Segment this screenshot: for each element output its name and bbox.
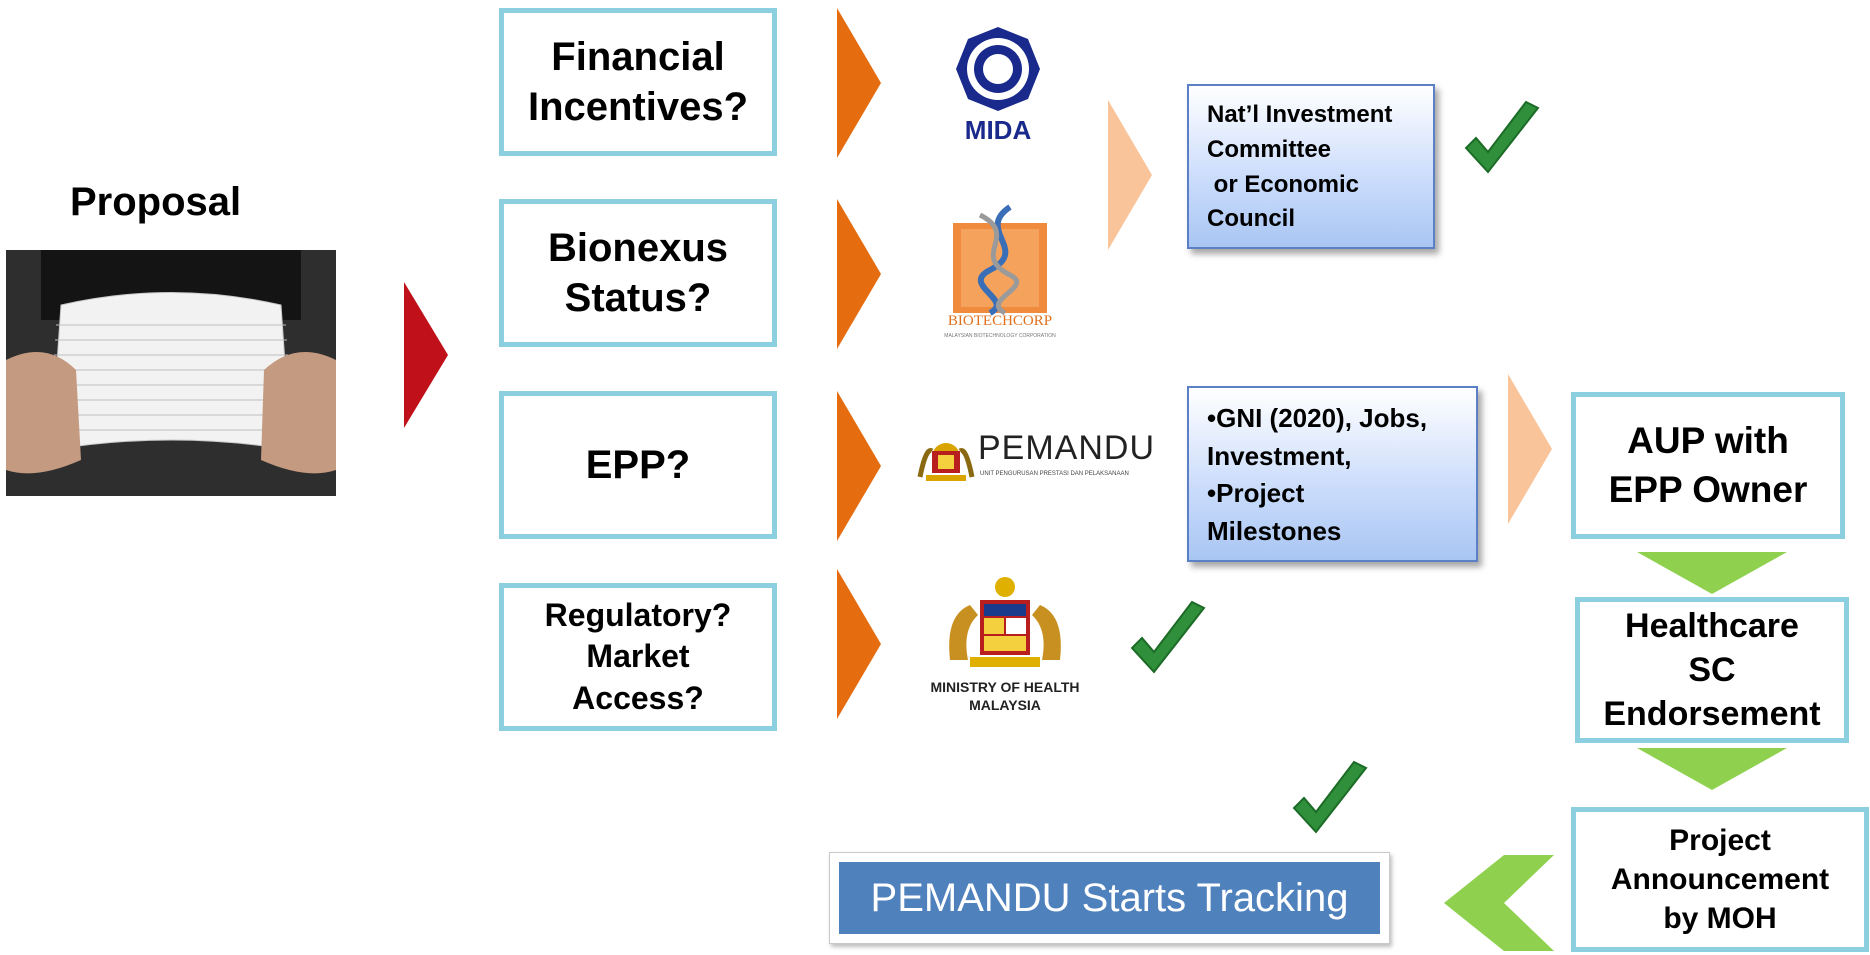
green-down-arrow-2 <box>1637 748 1787 790</box>
peach-arrow-aup <box>1508 374 1552 524</box>
pemandu-logo-subtext: UNIT PENGURUSAN PRESTASI DAN PELAKSANAAN <box>980 471 1129 477</box>
proposal-title: Proposal <box>70 180 242 224</box>
orange-arrow-2 <box>837 199 881 349</box>
pemandu-tracking-box: PEMANDU Starts Tracking <box>829 852 1390 944</box>
green-left-chevron <box>1444 855 1554 951</box>
moh-logo-line1: MINISTRY OF HEALTH <box>930 679 1080 695</box>
biotechcorp-logo-text: BIOTECHCORP <box>947 313 1053 329</box>
check-icon-tracking <box>1292 760 1368 834</box>
mida-logo-text: MIDA <box>964 115 1032 145</box>
pemandu-logo-text: PEMANDU <box>978 429 1156 467</box>
question-epp: EPP? <box>499 391 777 539</box>
peach-arrow-council <box>1108 100 1152 250</box>
orange-arrow-3 <box>837 391 881 541</box>
orange-arrow-1 <box>837 8 881 158</box>
orange-arrow-4 <box>837 569 881 719</box>
green-down-arrow-1 <box>1637 552 1787 594</box>
check-icon-moh <box>1130 600 1206 674</box>
council-box: Nat’l Investment Committee or Economic C… <box>1187 84 1435 249</box>
pemandu-tracking-label: PEMANDU Starts Tracking <box>839 862 1380 934</box>
biotechcorp-logo-subtext: MALAYSIAN BIOTECHNOLOGY CORPORATION <box>944 333 1056 339</box>
biotechcorp-logo: BIOTECHCORP MALAYSIAN BIOTECHNOLOGY CORP… <box>935 204 1065 355</box>
moh-logo: MINISTRY OF HEALTH MALAYSIA <box>920 575 1090 720</box>
criteria-box: •GNI (2020), Jobs, Investment, •Project … <box>1187 386 1478 562</box>
check-icon-council <box>1464 100 1540 174</box>
moh-logo-line2: MALAYSIA <box>969 697 1041 713</box>
proposal-image <box>6 250 336 496</box>
red-arrow-shape <box>404 282 448 428</box>
mida-logo: MIDA <box>948 25 1048 145</box>
pemandu-logo: PEMANDU UNIT PENGURUSAN PRESTASI DAN PEL… <box>917 425 1162 495</box>
